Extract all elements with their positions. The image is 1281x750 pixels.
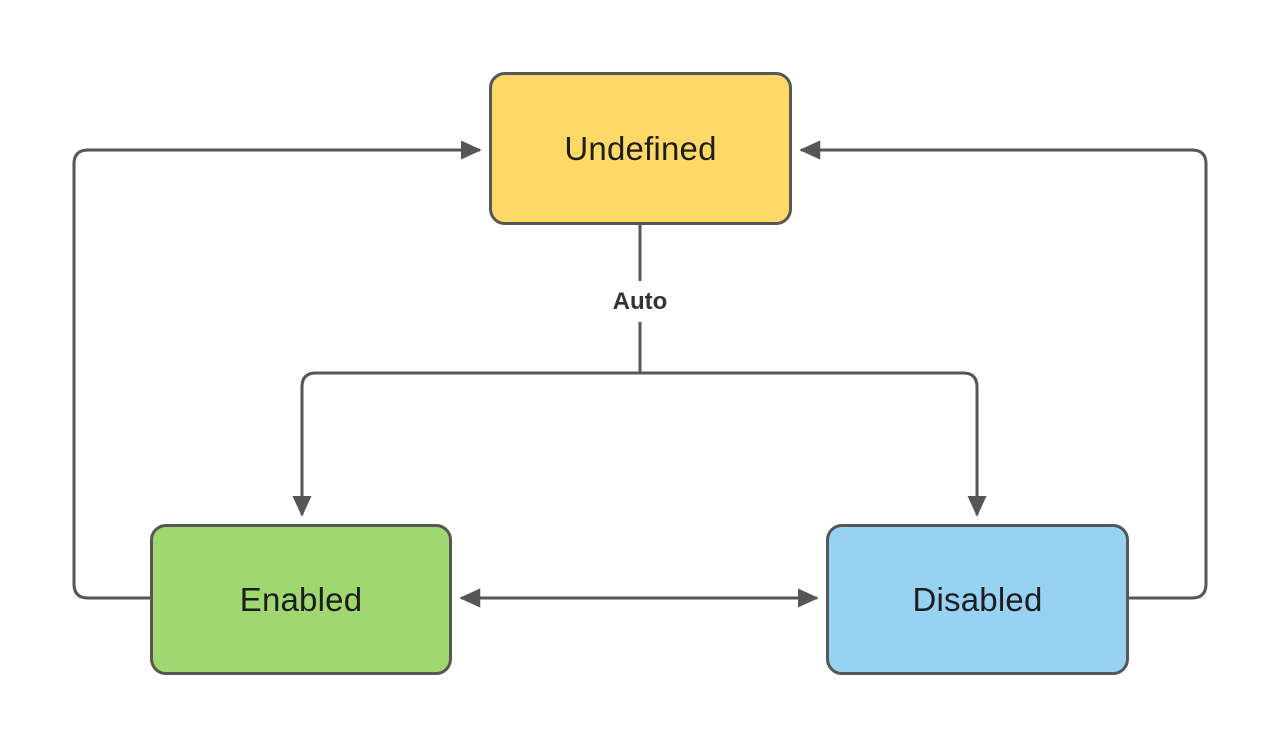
state-node-enabled[interactable]: Enabled (150, 524, 452, 675)
state-node-undefined[interactable]: Undefined (489, 72, 792, 225)
edge-auto-to-disabled (640, 371, 987, 517)
edge-label-auto: Auto (603, 286, 677, 318)
state-node-enabled-label: Enabled (239, 581, 363, 618)
state-node-disabled-label: Disabled (912, 581, 1043, 618)
edge-disabled-to-undefined (799, 140, 1208, 600)
edge-auto-to-enabled (292, 371, 640, 517)
state-node-undefined-label: Undefined (564, 130, 717, 167)
state-node-disabled[interactable]: Disabled (826, 524, 1129, 675)
edge-enabled-to-undefined (72, 140, 482, 600)
